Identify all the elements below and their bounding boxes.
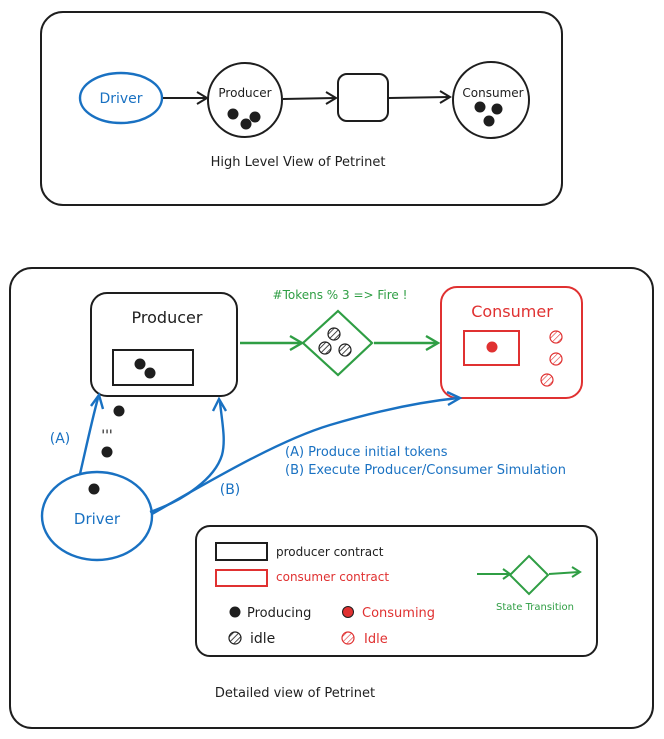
legend-consuming: Consuming xyxy=(362,606,435,621)
driver-place xyxy=(40,470,154,562)
top-consumer-token xyxy=(474,101,486,113)
top-producer-place xyxy=(207,62,283,138)
legend-state-transition: State Transition xyxy=(496,602,574,613)
consumer-idle-token xyxy=(549,330,563,344)
idle-token xyxy=(327,327,341,341)
legend-consuming-dot xyxy=(342,606,354,618)
top-transition xyxy=(337,73,389,122)
consumer-place xyxy=(463,330,520,366)
consumer-title: Consumer xyxy=(471,302,553,321)
legend-idle-red: Idle xyxy=(364,632,388,647)
idle-token xyxy=(318,341,332,355)
legend-producer-contract: producer contract xyxy=(276,545,384,559)
top-driver-place xyxy=(78,71,164,125)
top-consumer-token xyxy=(491,103,503,115)
arrow-producer-transition xyxy=(240,334,305,352)
legend-idle-black: idle xyxy=(250,631,275,647)
legend-producer-swatch xyxy=(215,542,268,561)
detailed-caption: Detailed view of Petrinet xyxy=(215,686,375,701)
initial-token xyxy=(113,405,125,417)
legend-producing: Producing xyxy=(247,606,311,621)
top-consumer-place xyxy=(452,61,530,139)
high-level-panel: Driver Producer Consumer High Leve xyxy=(40,11,563,206)
top-producer-token xyxy=(240,118,252,130)
legend-consumer-contract: consumer contract xyxy=(276,570,389,584)
detailed-panel: Producer #Tokens % 3 => Fire ! Consumer xyxy=(9,267,654,729)
arrow-a-driver-producer xyxy=(78,392,105,475)
consumer-contract-box xyxy=(440,286,583,399)
producer-contract-box xyxy=(90,292,238,397)
label-b: (B) xyxy=(220,482,241,498)
note-a: (A) Produce initial tokens xyxy=(285,445,448,460)
top-producer-label: Producer xyxy=(218,86,271,100)
token-ellipsis: ''' xyxy=(101,428,113,444)
producer-token xyxy=(144,367,156,379)
driver-label: Driver xyxy=(74,510,121,528)
high-level-frame xyxy=(40,11,563,206)
consumer-idle-token xyxy=(540,373,554,387)
legend-state-transition-icon xyxy=(477,554,582,596)
top-arrow-producer-transition xyxy=(282,91,338,105)
consumer-idle-token xyxy=(549,352,563,366)
note-b: (B) Execute Producer/Consumer Simulation xyxy=(285,463,566,478)
label-a: (A) xyxy=(50,431,71,447)
driver-token xyxy=(88,483,100,495)
arrow-b-driver-consumer xyxy=(151,390,463,516)
producer-title: Producer xyxy=(132,308,203,327)
initial-token xyxy=(101,446,113,458)
legend-producing-dot xyxy=(229,606,241,618)
legend: producer contract consumer contract Stat… xyxy=(195,525,598,657)
producer-place xyxy=(112,349,194,386)
top-driver-label: Driver xyxy=(99,91,142,107)
top-arrow-driver-producer xyxy=(163,91,209,105)
top-arrow-transition-consumer xyxy=(388,90,452,104)
legend-idle-black-dot xyxy=(228,631,242,645)
detailed-frame xyxy=(9,267,654,729)
consumer-token xyxy=(486,341,498,353)
producer-token xyxy=(134,358,146,370)
top-consumer-label: Consumer xyxy=(462,86,523,100)
idle-token xyxy=(338,343,352,357)
top-producer-token xyxy=(227,108,239,120)
transition-diamond xyxy=(301,309,374,377)
top-producer-token xyxy=(249,111,261,123)
legend-idle-red-dot xyxy=(341,631,355,645)
arrow-b-driver-producer xyxy=(149,396,228,514)
top-consumer-token xyxy=(483,115,495,127)
legend-frame xyxy=(195,525,598,657)
arrow-transition-consumer xyxy=(374,334,441,352)
fire-rule-label: #Tokens % 3 => Fire ! xyxy=(273,288,408,302)
legend-consumer-swatch xyxy=(215,569,268,587)
high-level-caption: High Level View of Petrinet xyxy=(211,155,386,170)
